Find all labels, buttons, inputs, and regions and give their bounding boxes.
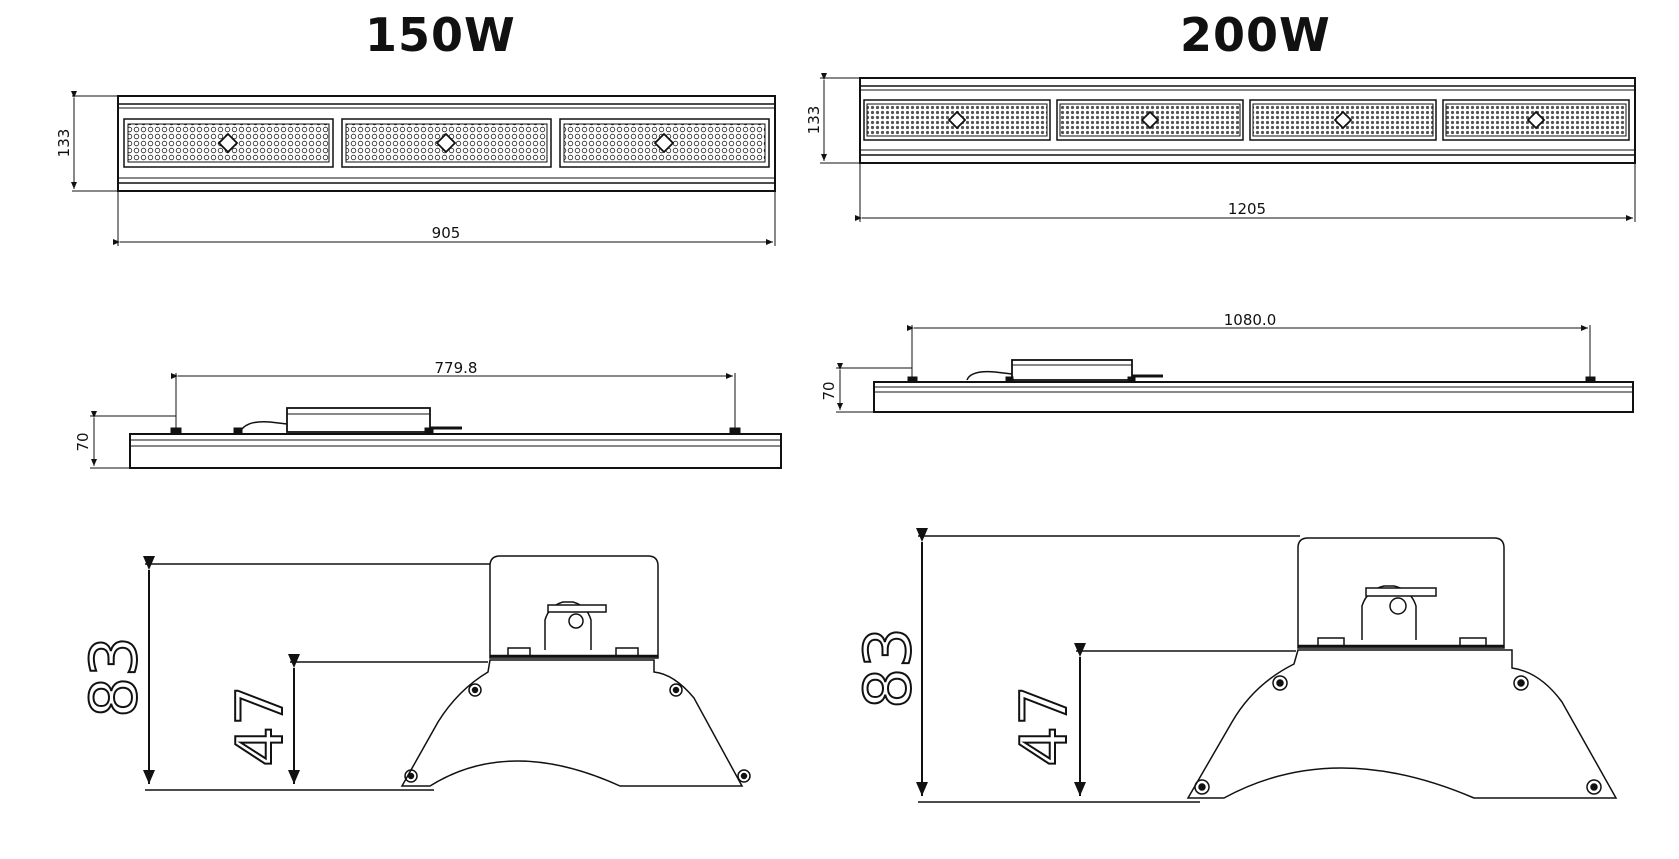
dim-label-70-right: 70 (820, 381, 838, 400)
top-view-200w (859, 77, 1636, 164)
dim-label-1205: 1205 (1228, 200, 1266, 218)
end-view-150w (400, 555, 751, 787)
title-150w: 150W (365, 8, 516, 62)
dim-label-83-right: 83 (852, 627, 926, 708)
title-200w: 200W (1180, 8, 1331, 62)
dim-label-133-right: 133 (805, 106, 823, 135)
side-view-200w (873, 359, 1634, 413)
dim-label-47-right: 47 (1008, 685, 1082, 766)
side-view-150w (129, 407, 782, 469)
dim-label-83-left: 83 (78, 636, 152, 717)
dimension-905 (71, 91, 776, 246)
dimension-1205 (820, 73, 1636, 222)
dim-label-70-left: 70 (74, 432, 92, 451)
dim-label-47-left: 47 (224, 685, 298, 766)
dimension-83-47-right (916, 528, 1300, 803)
dimension-83-47-left (143, 556, 490, 791)
dimension-1080-0 (836, 325, 1591, 413)
end-view-200w (1186, 537, 1618, 799)
top-view-150w (117, 95, 776, 192)
dim-label-133-left: 133 (55, 129, 73, 158)
dimension-779-8 (90, 373, 736, 469)
dim-label-779-8: 779.8 (435, 359, 478, 377)
dim-label-1080-0: 1080.0 (1224, 311, 1277, 329)
dim-label-905: 905 (432, 224, 461, 242)
